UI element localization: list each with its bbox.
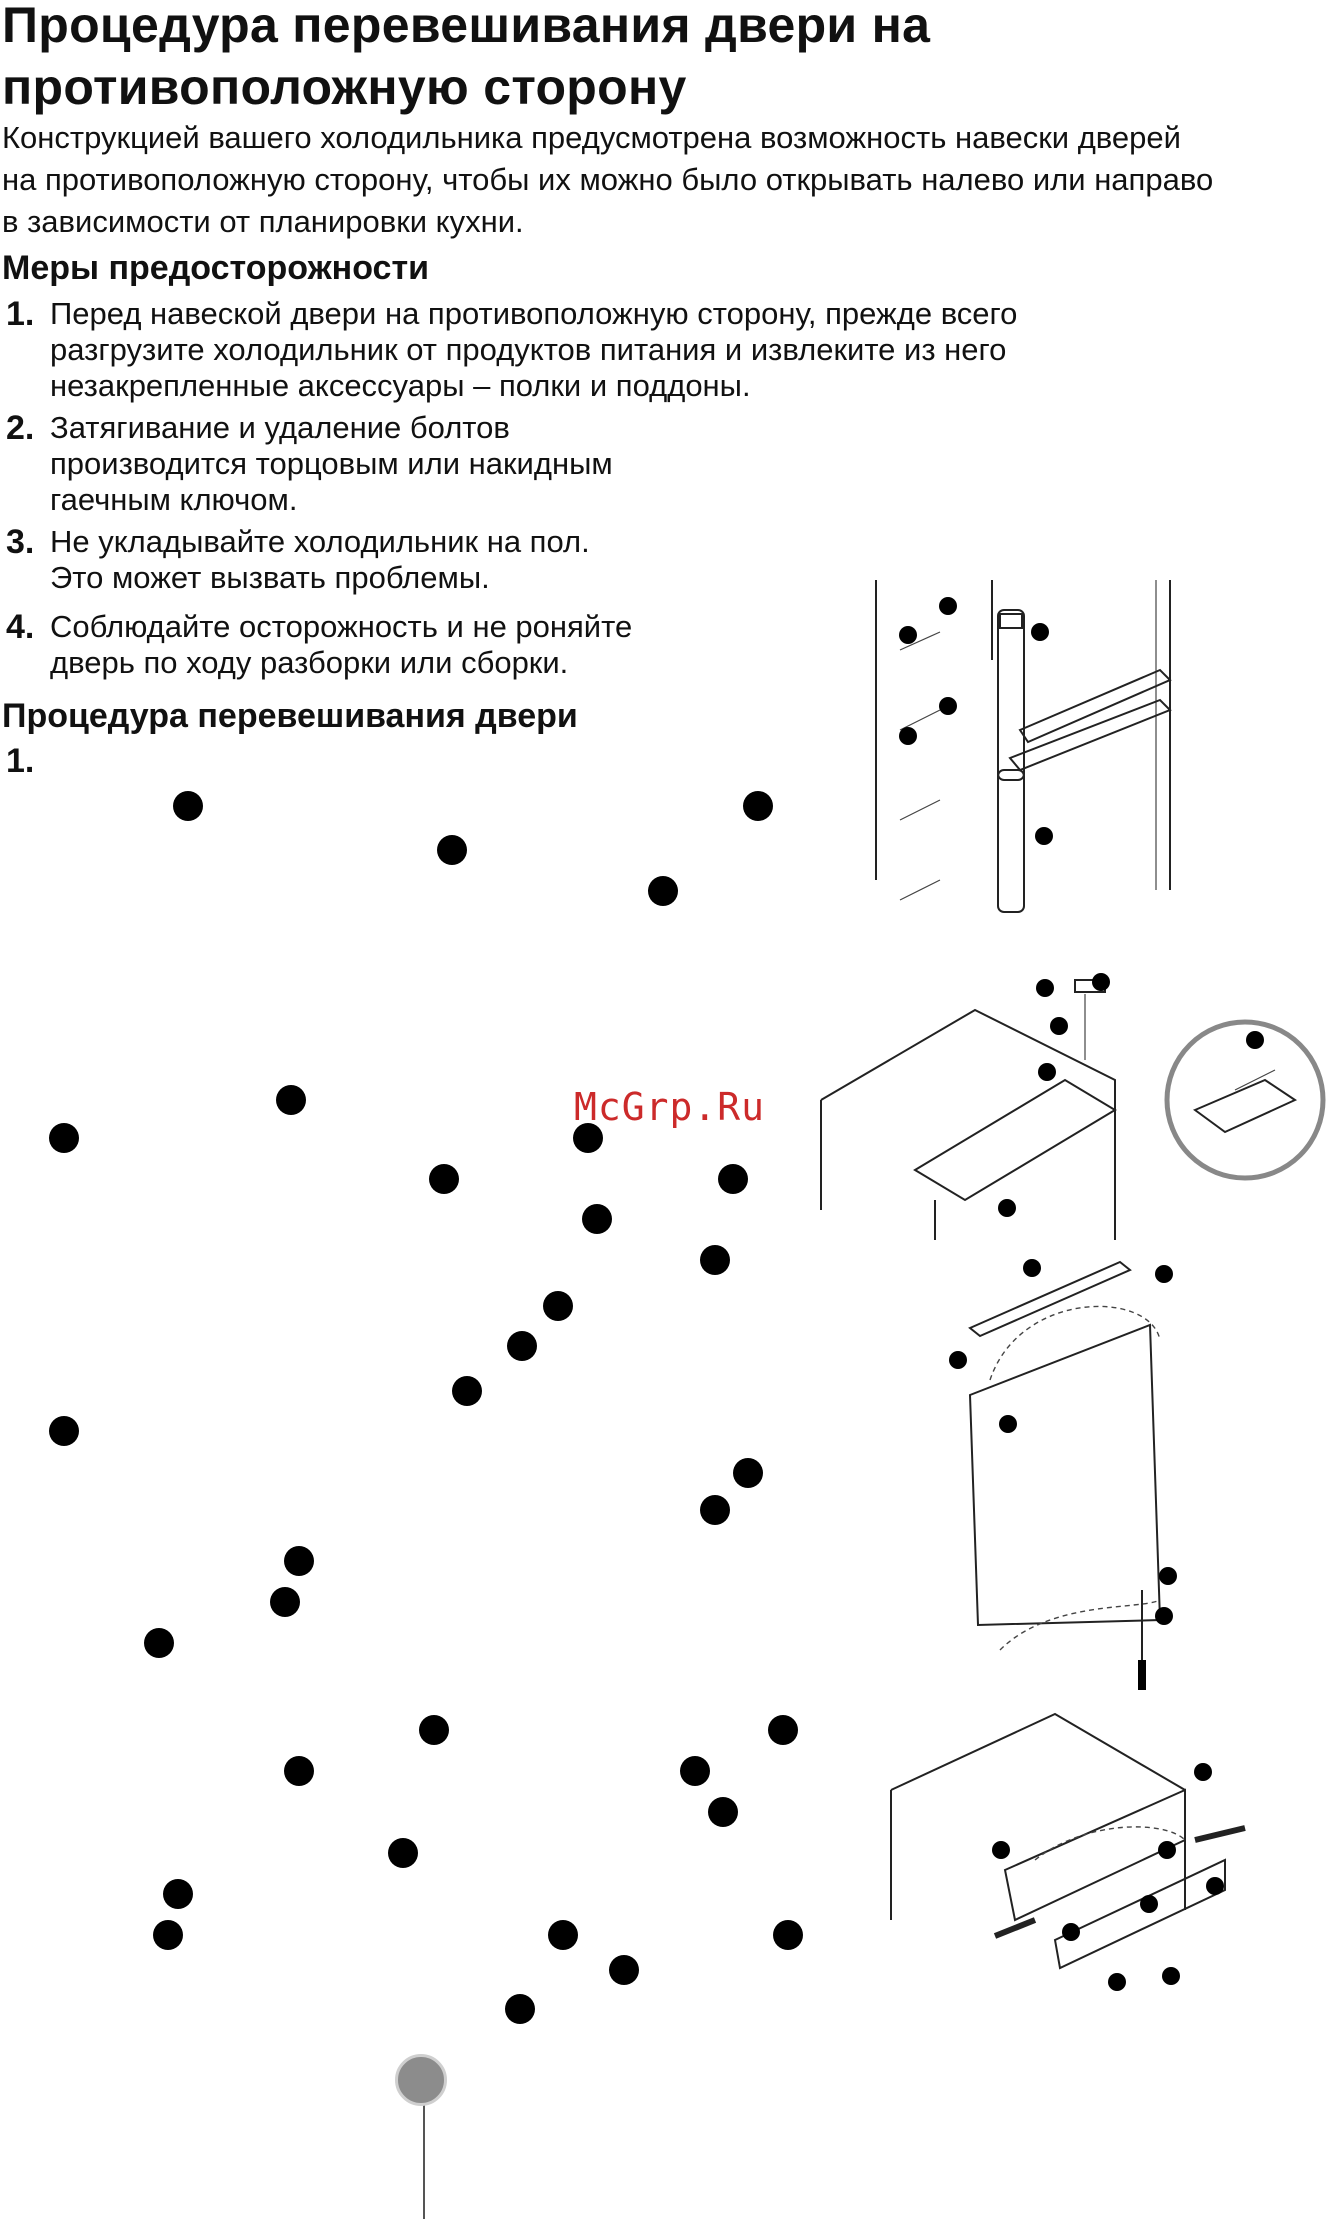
redaction-dot [49, 1416, 79, 1446]
page-marker-circle [395, 2054, 447, 2106]
precaution-line: гаечным ключом. [50, 482, 298, 517]
redaction-dot [153, 1920, 183, 1950]
intro-line-2: на противоположную сторону, чтобы их мож… [2, 162, 1214, 197]
redaction-dot [429, 1164, 459, 1194]
redaction-dot [768, 1715, 798, 1745]
precaution-number: 3. [6, 523, 35, 561]
redaction-dot [173, 791, 203, 821]
redaction-dot [388, 1838, 418, 1868]
redaction-dot [284, 1546, 314, 1576]
redaction-dot [743, 791, 773, 821]
redaction-dot [573, 1123, 603, 1153]
page-title: Процедура перевешивания двери на противо… [2, 0, 1202, 118]
precaution-line: Соблюдайте осторожность и не роняйте [50, 609, 633, 644]
redaction-dot [276, 1085, 306, 1115]
redaction-dot [609, 1955, 639, 1985]
redaction-dot [49, 1123, 79, 1153]
precaution-line: незакрепленные аксессуары – полки и подд… [50, 368, 751, 403]
precaution-item-2: 2. Затягивание и удаление болтов произво… [6, 410, 1126, 520]
redaction-dot [708, 1797, 738, 1827]
redaction-dot [163, 1879, 193, 1909]
redaction-dot [582, 1204, 612, 1234]
redaction-dot [773, 1920, 803, 1950]
precaution-item-3: 3. Не укладывайте холодильник на пол. Эт… [6, 524, 1126, 600]
page-marker-line [423, 2078, 425, 2219]
precaution-number: 1. [6, 295, 35, 333]
redaction-dot [419, 1715, 449, 1745]
redaction-dot [284, 1756, 314, 1786]
precaution-item-4: 4. Соблюдайте осторожность и не роняйте … [6, 609, 1126, 685]
redaction-dot [144, 1628, 174, 1658]
procedure-step-number: 1. [6, 742, 35, 780]
precaution-line: дверь по ходу разборки или сборки. [50, 645, 569, 680]
redaction-dot [452, 1376, 482, 1406]
precaution-line: Затягивание и удаление болтов [50, 410, 510, 445]
door-removal-diagram-icon [949, 1259, 1177, 1690]
intro-line-1: Конструкцией вашего холодильника предусм… [2, 120, 1181, 155]
precaution-number: 4. [6, 608, 35, 646]
precaution-line: Это может вызвать проблемы. [50, 560, 490, 595]
hinge-diagram-icon [875, 580, 1172, 913]
watermark-text: McGrp.Ru [574, 1085, 766, 1129]
redaction-dot [680, 1756, 710, 1786]
redaction-dot [270, 1587, 300, 1617]
redaction-dot [548, 1920, 578, 1950]
redaction-dot [543, 1291, 573, 1321]
procedure-heading: Процедура перевешивания двери [2, 697, 578, 735]
precautions-heading: Меры предосторожности [2, 249, 429, 287]
page-title-line-1: Процедура перевешивания двери на [2, 0, 931, 53]
precaution-line: Не укладывайте холодильник на пол. [50, 524, 590, 559]
precaution-item-1: 1. Перед навеской двери на противоположн… [6, 296, 1126, 406]
bottom-panel-diagram-icon [890, 1712, 1246, 1991]
redaction-dot [437, 835, 467, 865]
precaution-line: разгрузите холодильник от продуктов пита… [50, 332, 1007, 367]
redaction-dot [648, 876, 678, 906]
page-title-line-2: противоположную сторону [2, 59, 687, 115]
redaction-dot [505, 1994, 535, 2024]
redaction-dot [700, 1245, 730, 1275]
precaution-line: Перед навеской двери на противоположную … [50, 296, 1018, 331]
redaction-dot [507, 1331, 537, 1361]
redaction-dot [700, 1495, 730, 1525]
intro-paragraph: Конструкцией вашего холодильника предусм… [2, 117, 1322, 243]
redaction-dot [733, 1458, 763, 1488]
precaution-number: 2. [6, 409, 35, 447]
redaction-dot [718, 1164, 748, 1194]
top-hinge-diagram-icon [820, 973, 1326, 1240]
precaution-line: производится торцовым или накидным [50, 446, 613, 481]
intro-line-3: в зависимости от планировки кухни. [2, 204, 524, 239]
